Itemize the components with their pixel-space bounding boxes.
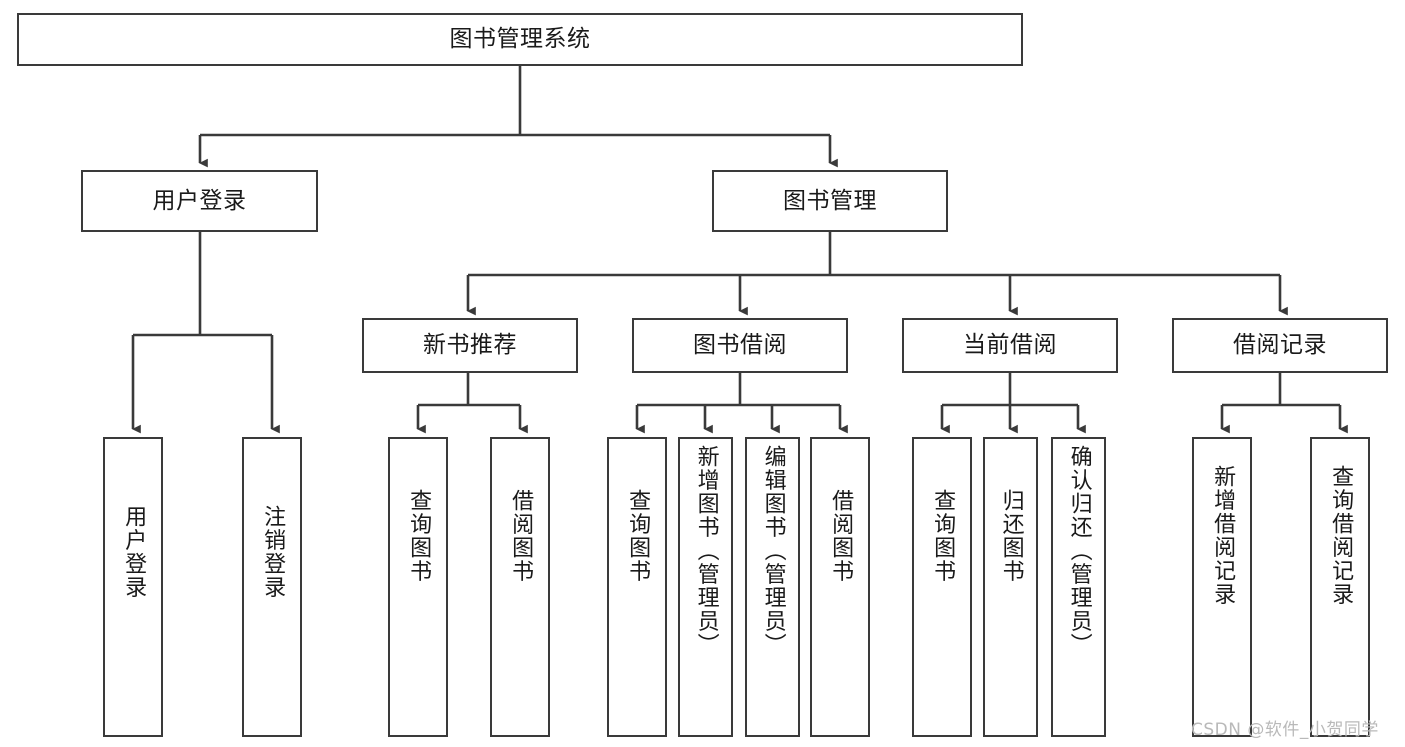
node-root-label: 图书管理系统 <box>449 26 591 53</box>
node-borrow-record-label: 借阅记录 <box>1233 332 1327 359</box>
node-new-book-recommend[interactable]: 新书推荐 <box>362 318 578 373</box>
node-leaf-add-borrow-record[interactable]: 新增借阅记录 <box>1192 437 1252 737</box>
node-leaf-confirm-return-admin-label: 确认归还（管理员） <box>1066 445 1092 657</box>
node-book-management-label: 图书管理 <box>783 187 877 214</box>
node-leaf-query-book-borrow-label: 查询图书 <box>625 489 651 583</box>
node-current-borrow[interactable]: 当前借阅 <box>902 318 1118 373</box>
node-leaf-query-book-borrow[interactable]: 查询图书 <box>607 437 667 737</box>
node-leaf-confirm-return-admin[interactable]: 确认归还（管理员） <box>1051 437 1106 737</box>
node-root[interactable]: 图书管理系统 <box>17 13 1023 66</box>
node-user-login-label: 用户登录 <box>152 187 247 214</box>
node-leaf-logout[interactable]: 注销登录 <box>242 437 302 737</box>
node-leaf-borrow-book-borrow[interactable]: 借阅图书 <box>810 437 870 737</box>
node-leaf-user-login-label: 用户登录 <box>121 505 147 599</box>
node-leaf-query-borrow-record[interactable]: 查询借阅记录 <box>1310 437 1370 737</box>
node-book-borrow-label: 图书借阅 <box>693 332 787 359</box>
node-leaf-logout-label: 注销登录 <box>260 505 286 599</box>
node-current-borrow-label: 当前借阅 <box>963 332 1057 359</box>
node-leaf-add-book-admin[interactable]: 新增图书（管理员） <box>678 437 733 737</box>
node-leaf-query-book-rec[interactable]: 查询图书 <box>388 437 448 737</box>
node-leaf-borrow-book-rec-label: 借阅图书 <box>508 489 534 583</box>
node-leaf-edit-book-admin-label: 编辑图书（管理员） <box>760 445 786 657</box>
node-leaf-edit-book-admin[interactable]: 编辑图书（管理员） <box>745 437 800 737</box>
node-leaf-add-book-admin-label: 新增图书（管理员） <box>693 445 719 657</box>
node-borrow-record[interactable]: 借阅记录 <box>1172 318 1388 373</box>
node-book-management[interactable]: 图书管理 <box>712 170 948 232</box>
node-leaf-query-book-rec-label: 查询图书 <box>406 489 432 583</box>
node-leaf-user-login[interactable]: 用户登录 <box>103 437 163 737</box>
node-book-borrow[interactable]: 图书借阅 <box>632 318 848 373</box>
node-leaf-query-borrow-record-label: 查询借阅记录 <box>1328 465 1354 606</box>
node-leaf-add-borrow-record-label: 新增借阅记录 <box>1210 465 1236 606</box>
node-leaf-borrow-book-rec[interactable]: 借阅图书 <box>490 437 550 737</box>
node-new-book-recommend-label: 新书推荐 <box>423 332 517 359</box>
node-leaf-borrow-book-borrow-label: 借阅图书 <box>828 489 854 583</box>
node-leaf-query-book-current[interactable]: 查询图书 <box>912 437 972 737</box>
node-user-login[interactable]: 用户登录 <box>81 170 318 232</box>
node-leaf-query-book-current-label: 查询图书 <box>930 489 956 583</box>
node-leaf-return-book-label: 归还图书 <box>998 489 1024 583</box>
node-leaf-return-book[interactable]: 归还图书 <box>983 437 1038 737</box>
csdn-watermark: CSDN @软件_小贺同学 <box>1191 720 1379 740</box>
